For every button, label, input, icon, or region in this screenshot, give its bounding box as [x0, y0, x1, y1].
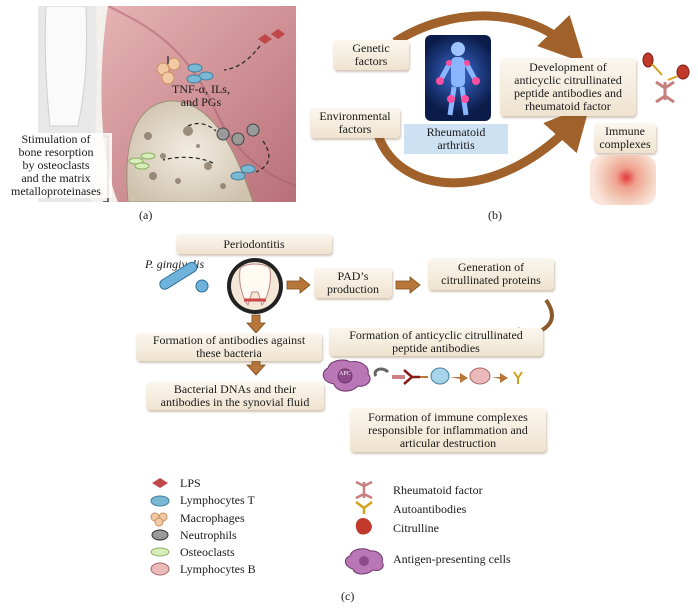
- legend-neutrophils: Neutrophils: [180, 528, 237, 542]
- swollen-hand-image: [590, 155, 656, 205]
- rheumatoid-factor-icon: [655, 80, 675, 104]
- legend-lymphocytes-t: Lymphocytes T: [180, 493, 255, 507]
- lymphocyte-t-cluster-icon: [186, 63, 256, 181]
- legend-macrophages: Macrophages: [180, 511, 245, 525]
- legend-rheumatoid-factor: Rheumatoid factor: [393, 483, 483, 497]
- osteoclast-cluster-icon: [128, 152, 156, 170]
- lps-legend-icon: [152, 478, 168, 488]
- legend-osteoclasts: Osteoclasts: [180, 545, 235, 559]
- legend-autoantibodies: Autoantibodies: [393, 502, 467, 516]
- panel-a-label: (a): [139, 208, 153, 222]
- human-figure-image: [425, 35, 491, 121]
- panel-c-label: (c): [341, 589, 355, 603]
- neutrophil-legend-icon: [151, 529, 169, 541]
- lps-icon: [258, 29, 285, 44]
- p-gingivalis-label: P. gingivalis: [145, 257, 205, 271]
- citrulline-drop-icon: [642, 52, 690, 80]
- macrophage-legend-icon: [150, 512, 168, 527]
- panel-b-label: (b): [488, 208, 502, 222]
- legend-antigen-presenting-cells: Antigen-presenting cells: [393, 552, 511, 566]
- bone-resorption-text: Stimulation of bone resorption by osteoc…: [0, 133, 112, 198]
- periodontitis-box: Periodontitis: [176, 234, 332, 254]
- cytokines-label: TNF-α, ILs, and PGs: [172, 82, 230, 109]
- tooth-icon: [227, 258, 283, 314]
- apc-legend-icon: [345, 548, 384, 575]
- development-antibodies-box: Development of anticyclic citrullinated …: [500, 58, 636, 116]
- citrulline-legend-icon: [355, 518, 372, 535]
- legend-lymphocytes-b: Lymphocytes B: [180, 562, 256, 576]
- osteoclast-legend-icon: [150, 547, 170, 557]
- rheumatoid-factor-legend-icon: [355, 480, 373, 500]
- lymphocyte-t-legend-icon: [150, 495, 170, 507]
- legend-lps: LPS: [180, 476, 201, 490]
- autoantibodies-legend-icon: [355, 501, 373, 514]
- neutrophil-cluster-icon: [216, 123, 260, 146]
- human-body-icon: [436, 42, 480, 116]
- formation-immune-complexes-box: Formation of immune complexes responsibl…: [350, 408, 546, 452]
- legend-citrulline: Citrulline: [393, 521, 439, 535]
- apc-tag: APC: [339, 371, 351, 377]
- lymphocyte-b-legend-icon: [150, 562, 170, 576]
